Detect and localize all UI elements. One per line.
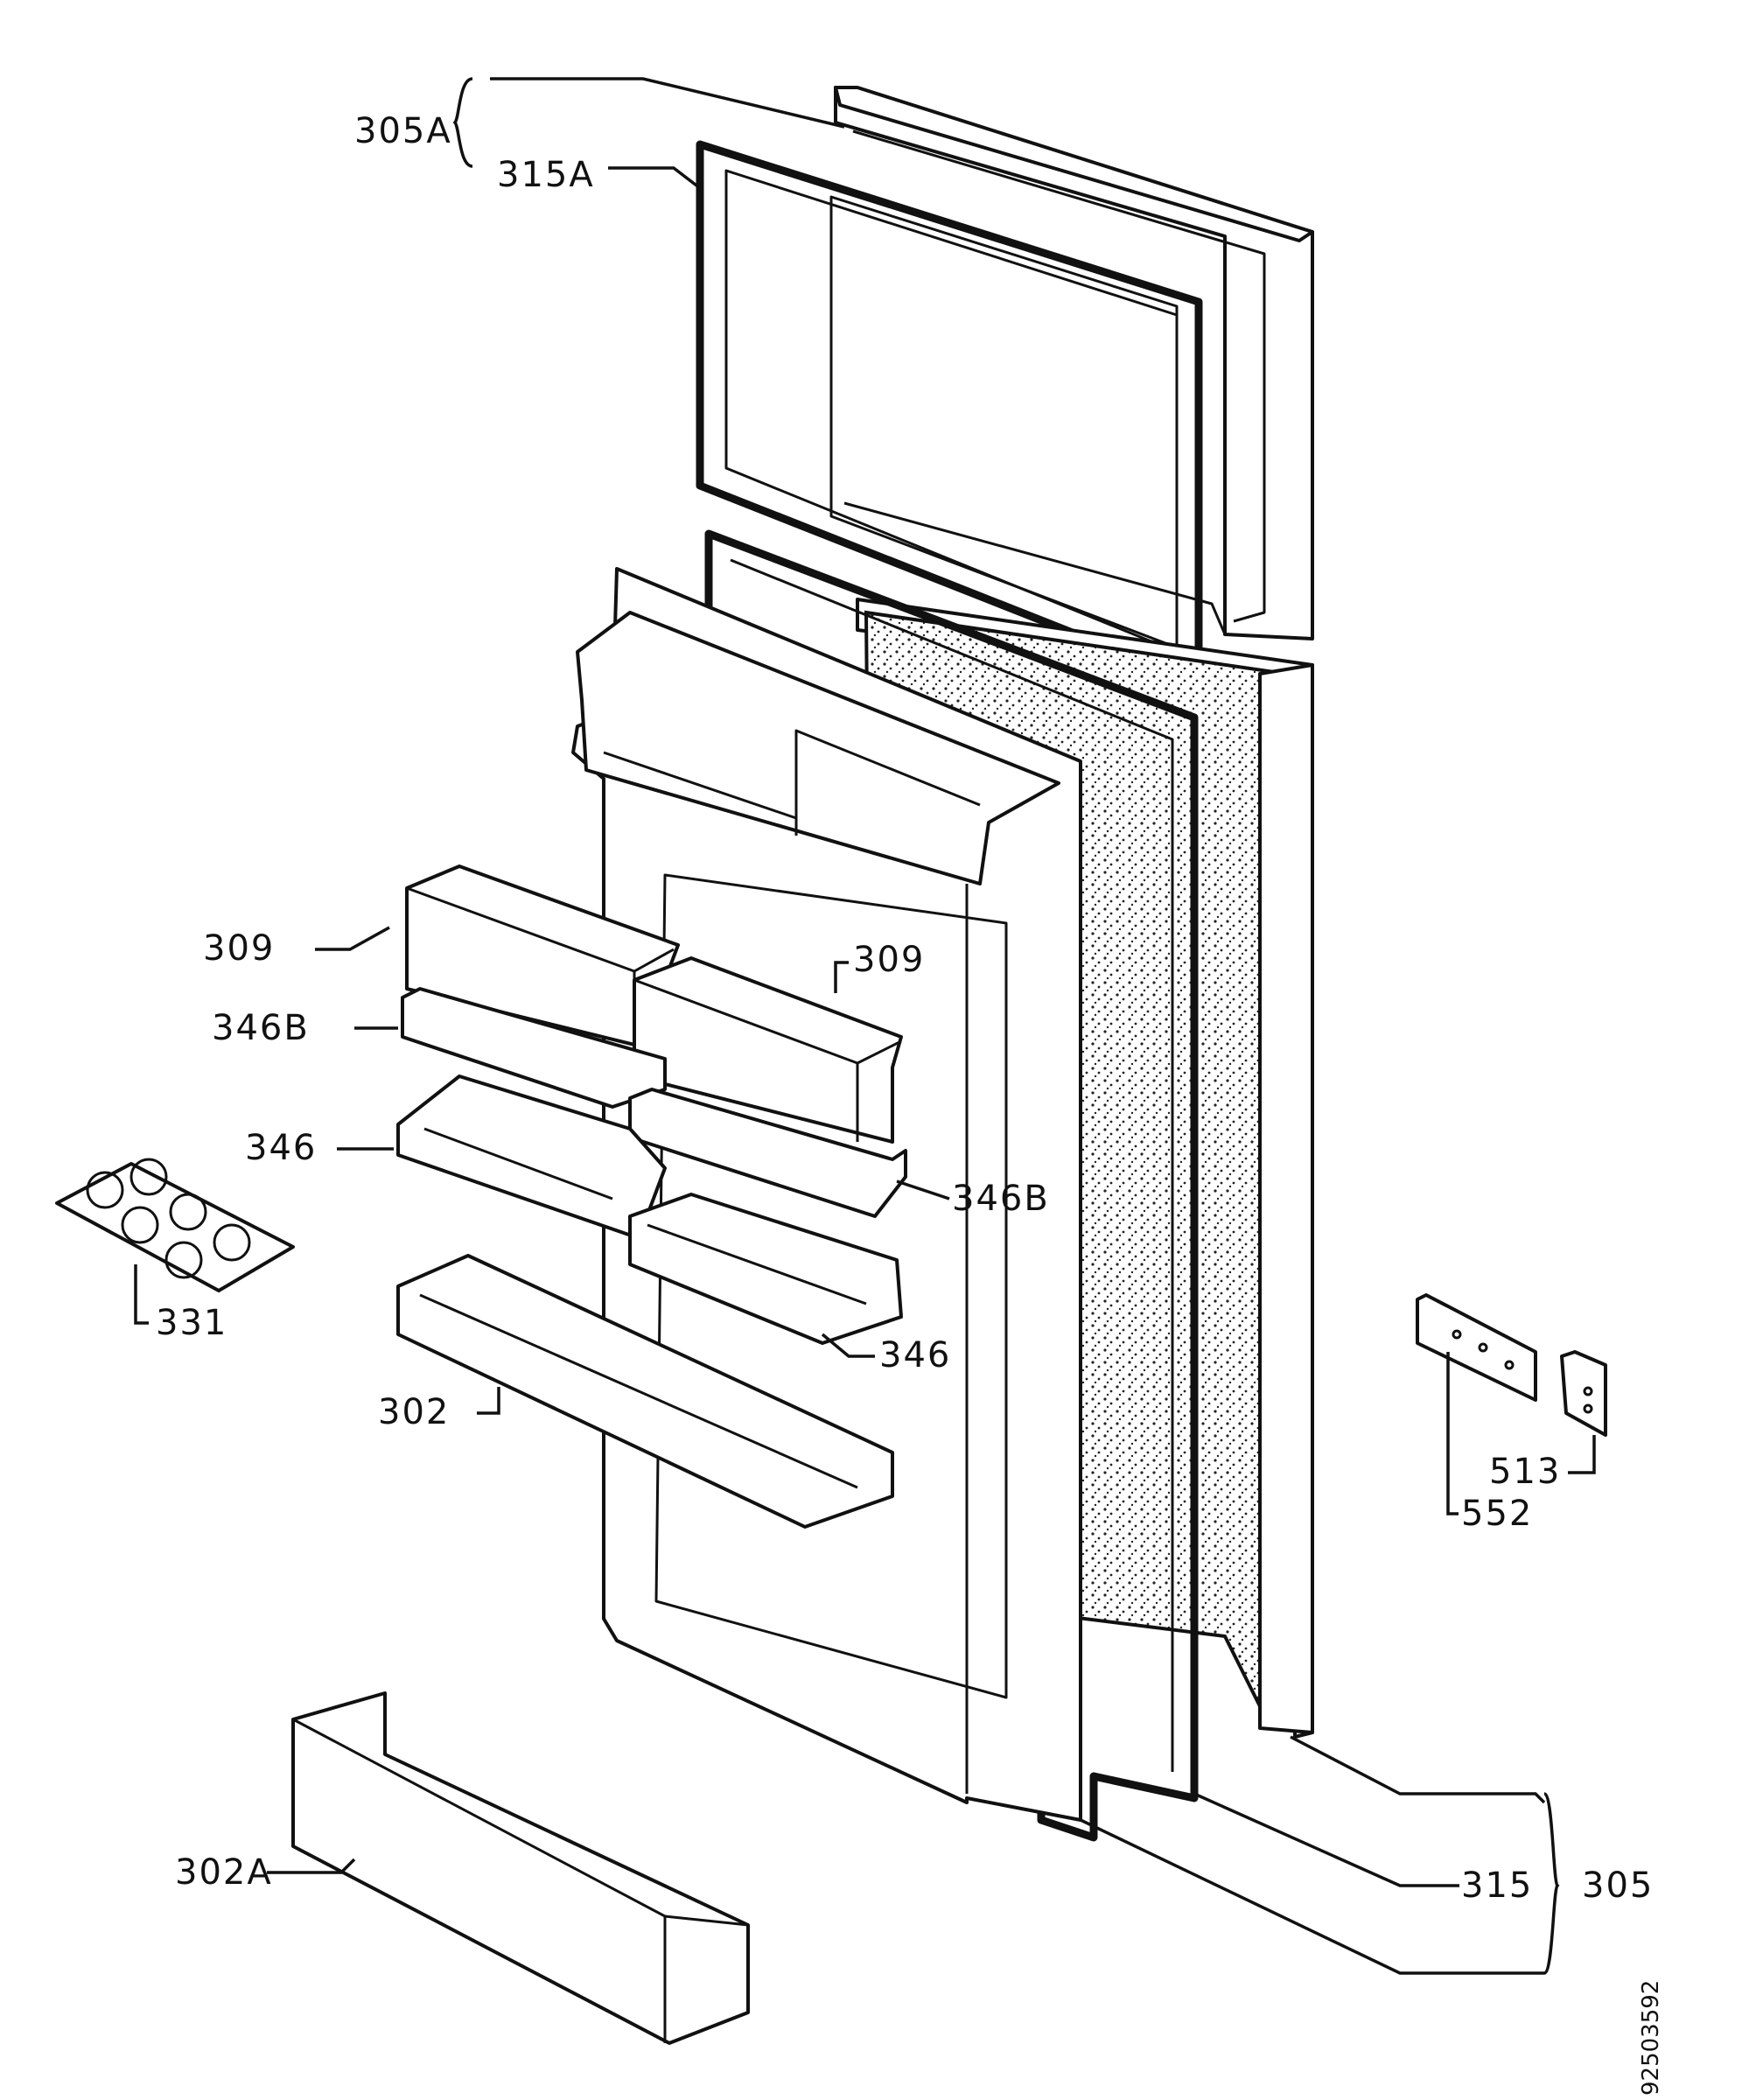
freezer-door-outer-panel: [834, 86, 1314, 640]
label-346B-right: 346B: [952, 1179, 1050, 1219]
label-315A: 315A: [497, 155, 595, 195]
label-513: 513: [1489, 1452, 1561, 1492]
bottom-bottle-rack: [291, 1691, 750, 2045]
part-labels: 305A 315A 309 309 346B 346B 346 346 331 …: [156, 111, 1664, 2096]
label-302: 302: [378, 1392, 450, 1432]
leader-lines: [134, 77, 1596, 1975]
compartment-tray-left: [401, 987, 667, 1109]
label-305: 305: [1582, 1866, 1654, 1906]
hinge-bracket: [1560, 1350, 1607, 1437]
label-315: 315: [1461, 1866, 1533, 1906]
label-309-right: 309: [853, 940, 925, 980]
door-shelf-right: [628, 1193, 903, 1345]
compartment-tray-right: [628, 1088, 907, 1218]
label-346B-left: 346B: [212, 1008, 310, 1048]
label-552: 552: [1461, 1494, 1533, 1534]
door-shelf-left: [396, 1074, 667, 1240]
brace-305: [1543, 1792, 1560, 1975]
figure-code: 92503592: [1638, 1980, 1664, 2096]
label-309-left: 309: [203, 928, 275, 969]
label-346-left: 346: [245, 1128, 317, 1168]
label-302A: 302A: [175, 1852, 273, 1893]
label-346-right: 346: [879, 1335, 951, 1376]
hinge-plate: [1416, 1293, 1537, 1402]
bottle-shelf: [396, 1254, 894, 1529]
freezer-door-gasket: [696, 140, 1203, 687]
egg-tray: [55, 1158, 295, 1292]
label-331: 331: [156, 1303, 227, 1343]
label-305A: 305A: [354, 111, 452, 151]
brace-305A: [452, 77, 473, 168]
